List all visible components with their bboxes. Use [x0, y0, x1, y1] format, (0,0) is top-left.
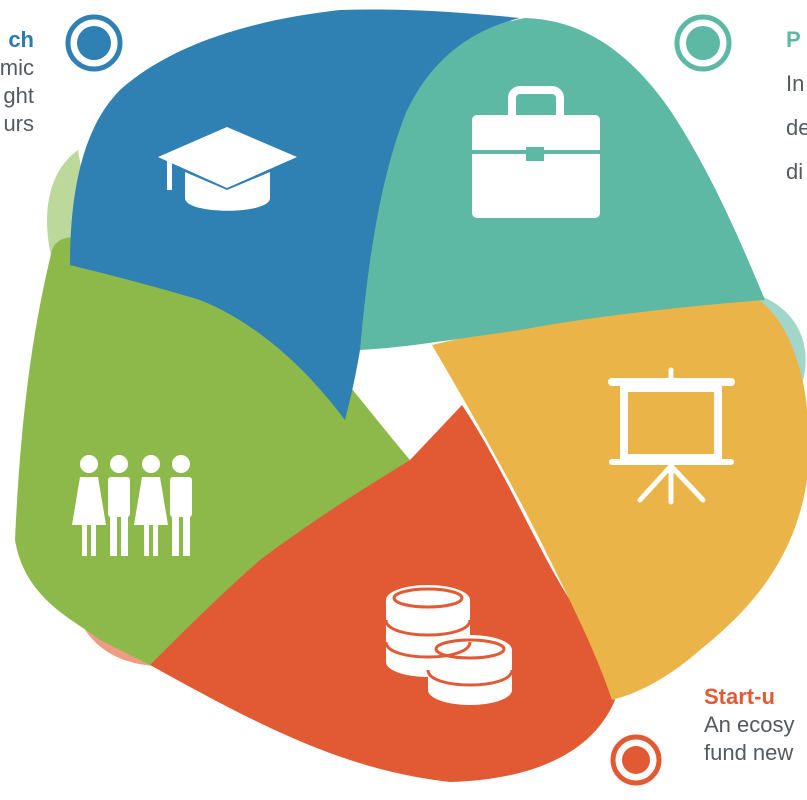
- professional-text-block: P In de di: [786, 26, 807, 186]
- people-group-icon: [72, 455, 192, 556]
- professional-marker-icon: [674, 14, 732, 72]
- presentation-board-icon: [608, 367, 735, 505]
- research-heading: ch: [8, 27, 34, 52]
- blue-segment: [70, 9, 520, 421]
- startup-text-block: Start-u An ecosy fund new: [704, 683, 795, 767]
- startup-heading: Start-u: [704, 684, 775, 709]
- coin-stacks-icon: [384, 585, 514, 705]
- startup-marker-icon: [610, 734, 662, 786]
- startup-line-2: fund new: [704, 740, 794, 765]
- research-line-2: ght: [3, 83, 34, 108]
- professional-line-3: di: [786, 159, 804, 184]
- professional-line-1: In: [786, 71, 805, 96]
- briefcase-icon: [472, 86, 600, 218]
- yellow-segment: [432, 291, 807, 700]
- research-line-3: urs: [3, 111, 34, 136]
- research-marker-icon: [65, 14, 123, 72]
- graduation-cap-icon: [158, 127, 297, 211]
- research-text-block: ch mic ght urs: [0, 26, 34, 138]
- professional-line-2: de: [786, 115, 807, 140]
- startup-line-1: An ecosy: [704, 712, 795, 737]
- professional-heading: P: [786, 27, 801, 52]
- research-line-1: mic: [0, 55, 34, 80]
